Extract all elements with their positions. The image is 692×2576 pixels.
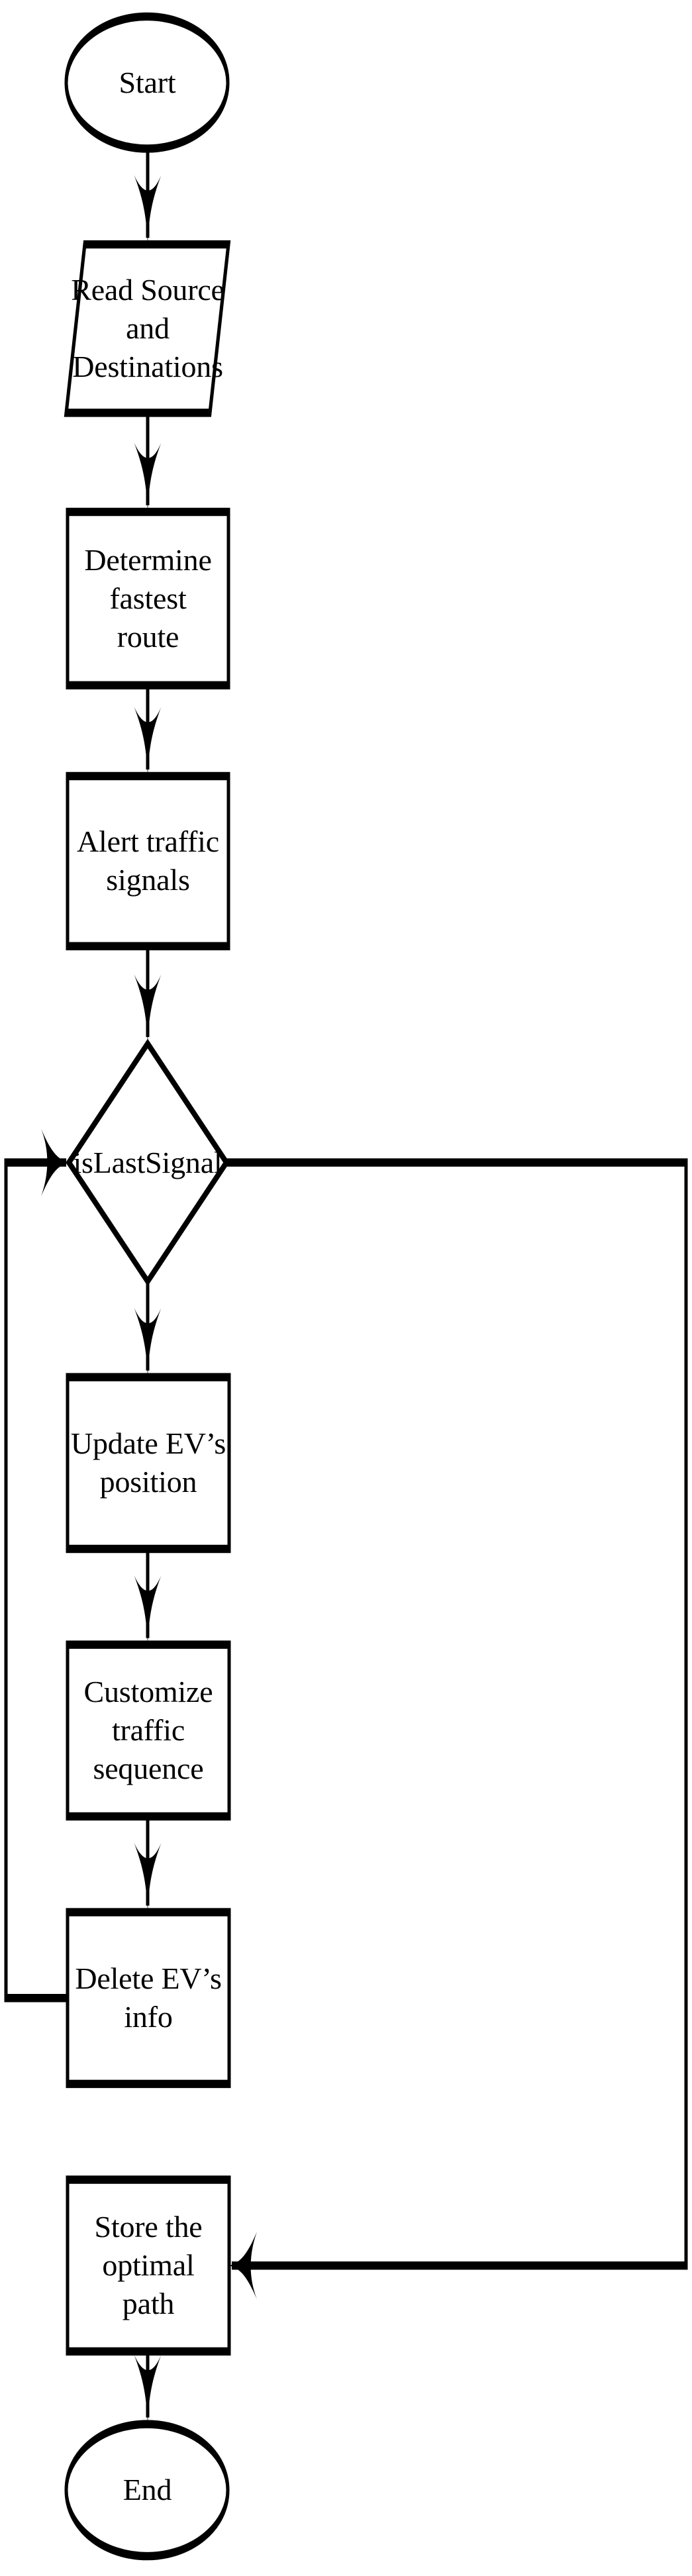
node-shape-end — [64, 2420, 230, 2561]
node-shape-alert-traffic-signals — [66, 771, 230, 951]
node-shape-determine-fastest-route — [66, 507, 230, 690]
node-shape-customize-traffic-sequence — [66, 1640, 231, 1821]
node-shape-delete-ev-info — [66, 1908, 231, 2089]
node-shape-update-ev-position — [66, 1373, 231, 1554]
edge-delete-loop-back-to-decision — [4, 1128, 69, 2003]
node-shape-start — [64, 12, 230, 153]
node-shape-store-optimal-path — [66, 2175, 231, 2356]
node-shape-is-last-signal — [66, 1038, 230, 1287]
node-shape-read-source-destinations — [64, 240, 231, 417]
edge-decision-right-to-store — [226, 1158, 688, 2300]
